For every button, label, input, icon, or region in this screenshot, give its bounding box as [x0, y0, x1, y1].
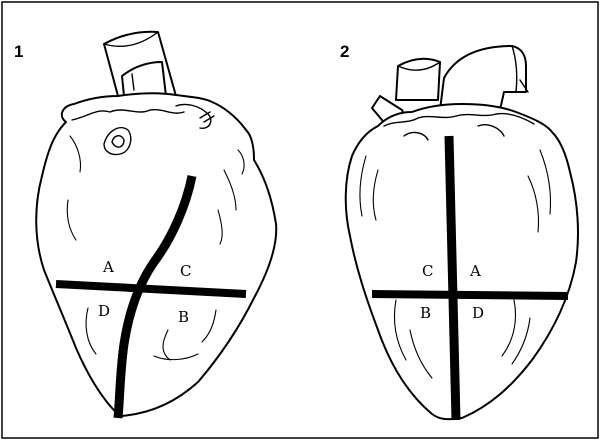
panel-1-label-d: D	[98, 302, 110, 320]
panel-1-label-a: A	[102, 258, 114, 276]
panel-2-number: 2	[340, 42, 349, 61]
panel-1-label-c: C	[180, 262, 191, 280]
panel-2-label-a: A	[469, 262, 481, 280]
panel-2-horizontal-cut	[372, 294, 568, 296]
panel-1-label-b: B	[178, 308, 189, 326]
panel-2-label-b: B	[420, 304, 431, 322]
panel-1-number: 1	[14, 42, 23, 61]
panel-2-label-d: D	[472, 304, 484, 322]
panel-2-label-c: C	[422, 262, 433, 280]
